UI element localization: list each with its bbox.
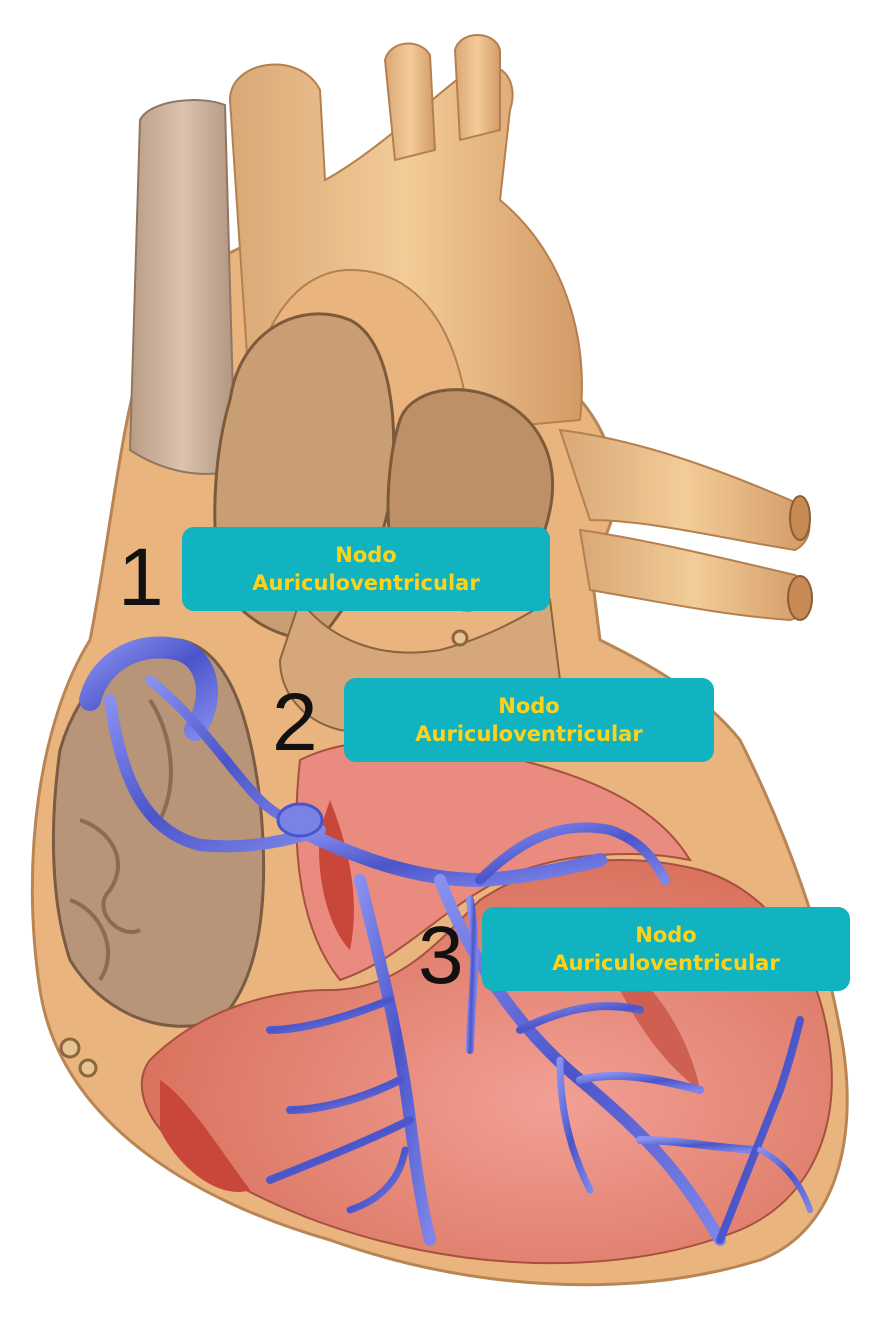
papillary-muscle: [160, 1080, 250, 1192]
label-2-line-1: Nodo: [498, 694, 560, 718]
label-2-line-2: Auriculoventricular: [415, 722, 643, 746]
purkinje-right-4: [556, 1056, 594, 1194]
purkinje-right-3: [636, 1136, 764, 1154]
vessel-opening: [789, 495, 811, 541]
purkinje-left-3: [266, 1116, 414, 1184]
purkinje-apex-2: [757, 1147, 813, 1213]
label-box-3: Nodo Auriculoventricular: [482, 907, 850, 991]
av-node: [276, 802, 324, 838]
vessel-ring: [59, 1037, 81, 1059]
sinoatrial-node: [79, 636, 218, 741]
label-3-line-2: Auriculoventricular: [552, 951, 780, 975]
marker-number-2: 2: [272, 677, 318, 768]
label-3-line-1: Nodo: [635, 923, 697, 947]
purkinje-mid: [466, 896, 479, 1054]
left-bundle-branch: [354, 874, 436, 1246]
purkinje-apex: [716, 1016, 804, 1244]
purkinje-left-2: [286, 1076, 404, 1114]
aortic-branch-2: [453, 34, 501, 142]
trabeculae: [69, 698, 173, 982]
conduction-system: [79, 636, 813, 1246]
label-box-2: Nodo Auriculoventricular: [344, 678, 714, 762]
superior-vena-cava: [128, 99, 237, 475]
vessel-ring-3: [451, 629, 469, 647]
purkinje-left-1: [266, 996, 394, 1034]
purkinje-right-1: [516, 1002, 644, 1034]
label-1-line-1: Nodo: [335, 543, 397, 567]
aortic-branch: [383, 42, 437, 162]
aortic-arch: [228, 63, 583, 432]
label-box-1: Nodo Auriculoventricular: [182, 527, 550, 611]
purkinje-right-2: [576, 1071, 704, 1094]
vessel-ring-2: [78, 1058, 98, 1078]
marker-number-1: 1: [118, 532, 164, 623]
papillary-muscle-3: [620, 960, 700, 1090]
vessel-opening-2: [787, 575, 813, 621]
internodal-pathway: [104, 694, 326, 853]
purkinje-left-4: [346, 1146, 409, 1214]
bundle-branch-upper: [475, 822, 670, 885]
label-1-line-2: Auriculoventricular: [252, 571, 480, 595]
marker-number-3: 3: [418, 910, 464, 1001]
